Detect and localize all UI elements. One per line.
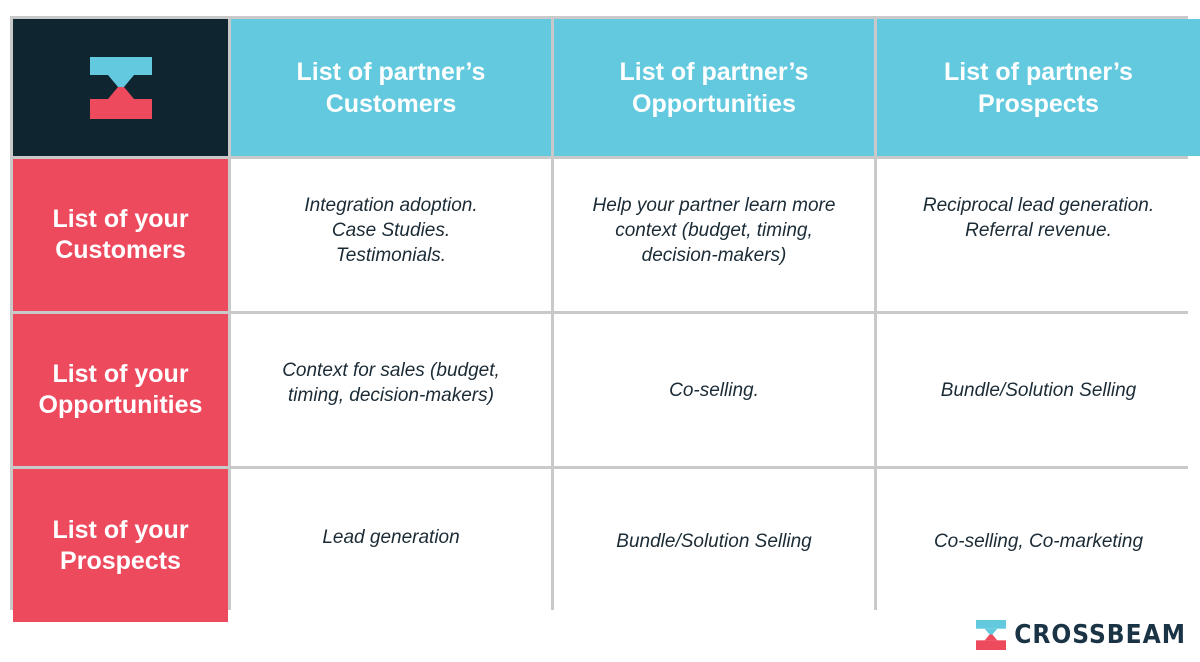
- cell-text-line: Reciprocal lead generation.: [922, 195, 1155, 216]
- matrix-cell: Lead generation: [231, 469, 551, 622]
- row-header-line: List of your: [52, 360, 189, 388]
- cell-text-line: Referral revenue.: [965, 220, 1112, 241]
- crossbeam-logo-icon: [976, 620, 1007, 650]
- column-header-line: Prospects: [978, 89, 1099, 118]
- column-header-line: Customers: [325, 89, 457, 118]
- cell-text-line: Lead generation: [322, 527, 460, 548]
- cell-text-line: context (budget, timing,: [615, 220, 813, 241]
- matrix-cell: Context for sales (budget, timing, decisi…: [231, 314, 551, 466]
- column-header-line: List of partner’s: [619, 57, 809, 86]
- row-header-line: Customers: [55, 236, 186, 264]
- row-header-line: Opportunities: [38, 391, 203, 419]
- matrix-cell: Bundle/Solution Selling: [877, 314, 1200, 466]
- matrix-cell: Co-selling.: [554, 314, 874, 466]
- corner-cell: [13, 19, 228, 156]
- matrix-cell: Integration adoption. Case Studies. Testim…: [231, 159, 551, 311]
- cell-text-line: Bundle/Solution Selling: [616, 531, 812, 552]
- matrix-cell: Help your partner learn more context (bud…: [554, 159, 874, 311]
- cell-text-line: Context for sales (budget,: [282, 360, 500, 381]
- cell-text-line: Case Studies.: [331, 220, 451, 241]
- matrix-cell: Co-selling, Co-marketing: [877, 469, 1200, 622]
- row-header-line: List of your: [52, 515, 189, 544]
- column-header-line: Opportunities: [632, 89, 796, 118]
- cell-text-line: timing, decision-makers): [288, 385, 494, 406]
- cell-text-line: Co-selling.: [669, 379, 759, 401]
- brand-footer: CROSSBEAM: [976, 620, 1186, 650]
- cell-text-line: Co-selling, Co-marketing: [933, 531, 1144, 552]
- column-header-line: List of partner’s: [296, 57, 486, 86]
- column-header-line: List of partner’s: [944, 57, 1133, 86]
- brand-wordmark: CROSSBEAM: [1014, 620, 1186, 650]
- cell-text-line: Integration adoption.: [304, 195, 478, 216]
- cell-text-line: Testimonials.: [335, 245, 447, 266]
- cell-text-line: decision-makers): [641, 245, 787, 266]
- row-header-line: Prospects: [60, 546, 181, 575]
- matrix-cell: Bundle/Solution Selling: [554, 469, 874, 622]
- matrix-cell: Reciprocal lead generation. Referral reve…: [877, 159, 1200, 311]
- cell-text-line: Bundle/Solution Selling: [940, 379, 1137, 401]
- crossbeam-logo-icon: [89, 56, 152, 119]
- cell-text-line: Help your partner learn more: [592, 195, 836, 216]
- row-header-line: List of your: [52, 205, 189, 233]
